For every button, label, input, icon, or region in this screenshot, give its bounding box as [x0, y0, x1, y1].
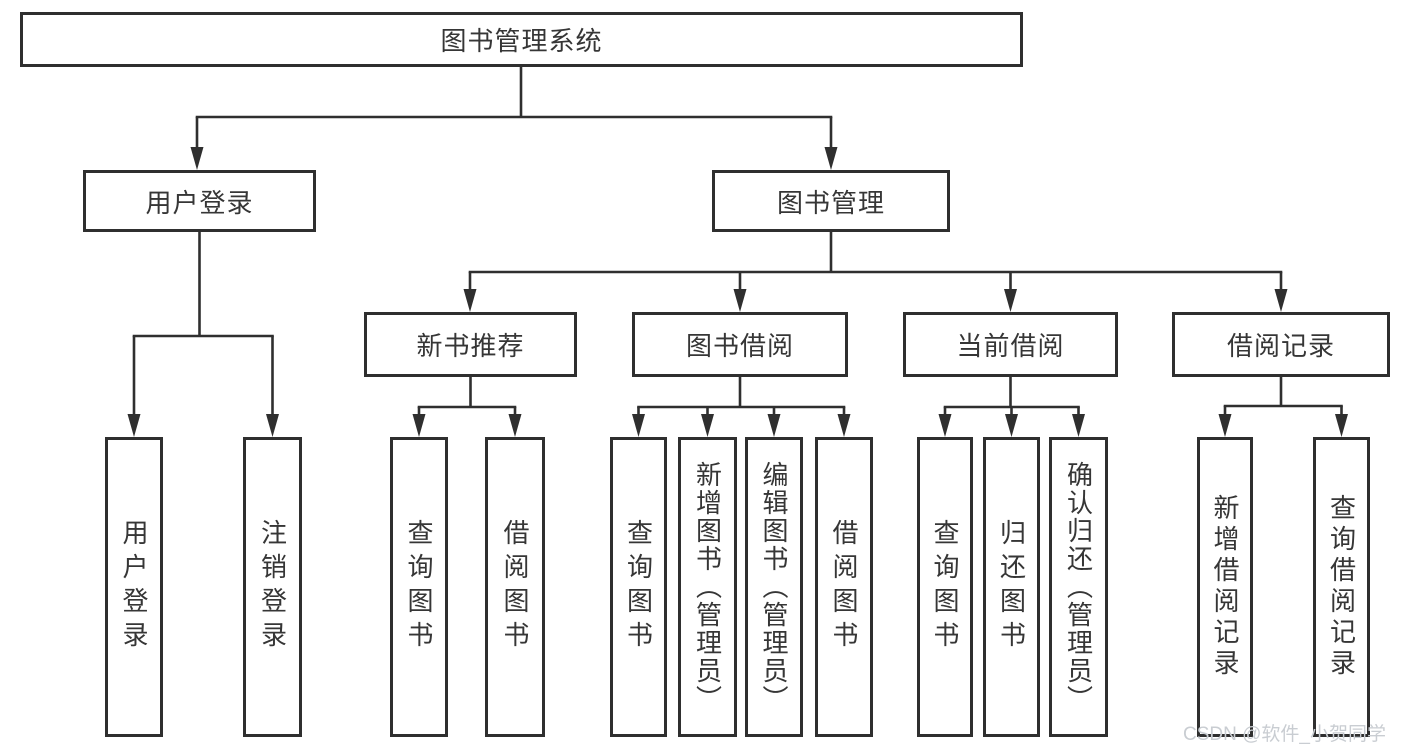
node-book-borrow-label: 图书借阅 — [685, 331, 794, 361]
leaf-br-add-record-label: 新增借阅记录 — [1210, 494, 1240, 680]
leaf-cb-query-book-label: 查询图书 — [930, 519, 960, 655]
node-root: 图书管理系统 — [20, 12, 1023, 67]
leaf-user-login: 用户登录 — [105, 437, 163, 737]
node-book-borrow: 图书借阅 — [632, 312, 848, 377]
leaf-cb-return-book: 归还图书 — [983, 437, 1040, 737]
arrowheads — [127, 147, 1348, 437]
leaf-logout: 注销登录 — [243, 437, 302, 737]
leaf-logout-label: 注销登录 — [257, 519, 288, 655]
leaf-br-query-record: 查询借阅记录 — [1313, 437, 1370, 737]
leaf-nbr-borrow-book-label: 借阅图书 — [500, 519, 530, 655]
leaf-bb-query-book-label: 查询图书 — [623, 519, 654, 655]
node-new-book-recommend-label: 新书推荐 — [416, 331, 525, 361]
leaf-nbr-query-book-label: 查询图书 — [404, 519, 434, 655]
leaf-user-login-label: 用户登录 — [119, 519, 149, 655]
node-book-management: 图书管理 — [712, 170, 950, 232]
leaf-bb-borrow-book-label: 借阅图书 — [829, 519, 859, 655]
node-current-borrow-label: 当前借阅 — [956, 331, 1065, 361]
watermark-text: CSDN @软件_小贺同学 — [1183, 724, 1386, 745]
leaf-br-query-record-label: 查询借阅记录 — [1326, 494, 1357, 680]
leaf-bb-query-book: 查询图书 — [610, 437, 667, 737]
node-borrow-records-label: 借阅记录 — [1226, 331, 1335, 361]
leaf-nbr-query-book: 查询图书 — [390, 437, 448, 737]
leaf-cb-confirm-return-admin-label: 确认归还（管理员） — [1063, 461, 1094, 713]
node-current-borrow: 当前借阅 — [903, 312, 1118, 377]
leaf-cb-return-book-label: 归还图书 — [996, 519, 1027, 655]
leaf-bb-borrow-book: 借阅图书 — [815, 437, 873, 737]
leaf-br-add-record: 新增借阅记录 — [1197, 437, 1253, 737]
leaf-cb-confirm-return-admin: 确认归还（管理员） — [1049, 437, 1108, 737]
node-root-label: 图书管理系统 — [440, 26, 603, 56]
node-borrow-records: 借阅记录 — [1172, 312, 1390, 377]
node-user-login-label: 用户登录 — [145, 187, 254, 218]
leaf-cb-query-book: 查询图书 — [917, 437, 973, 737]
leaf-bb-edit-book-admin-label: 编辑图书（管理员） — [759, 461, 789, 713]
leaf-bb-edit-book-admin: 编辑图书（管理员） — [745, 437, 803, 737]
node-user-login: 用户登录 — [83, 170, 316, 232]
leaf-bb-add-book-admin-label: 新增图书（管理员） — [692, 461, 723, 713]
node-new-book-recommend: 新书推荐 — [364, 312, 577, 377]
leaf-bb-add-book-admin: 新增图书（管理员） — [678, 437, 737, 737]
leaf-nbr-borrow-book: 借阅图书 — [485, 437, 545, 737]
node-book-management-label: 图书管理 — [776, 187, 885, 218]
